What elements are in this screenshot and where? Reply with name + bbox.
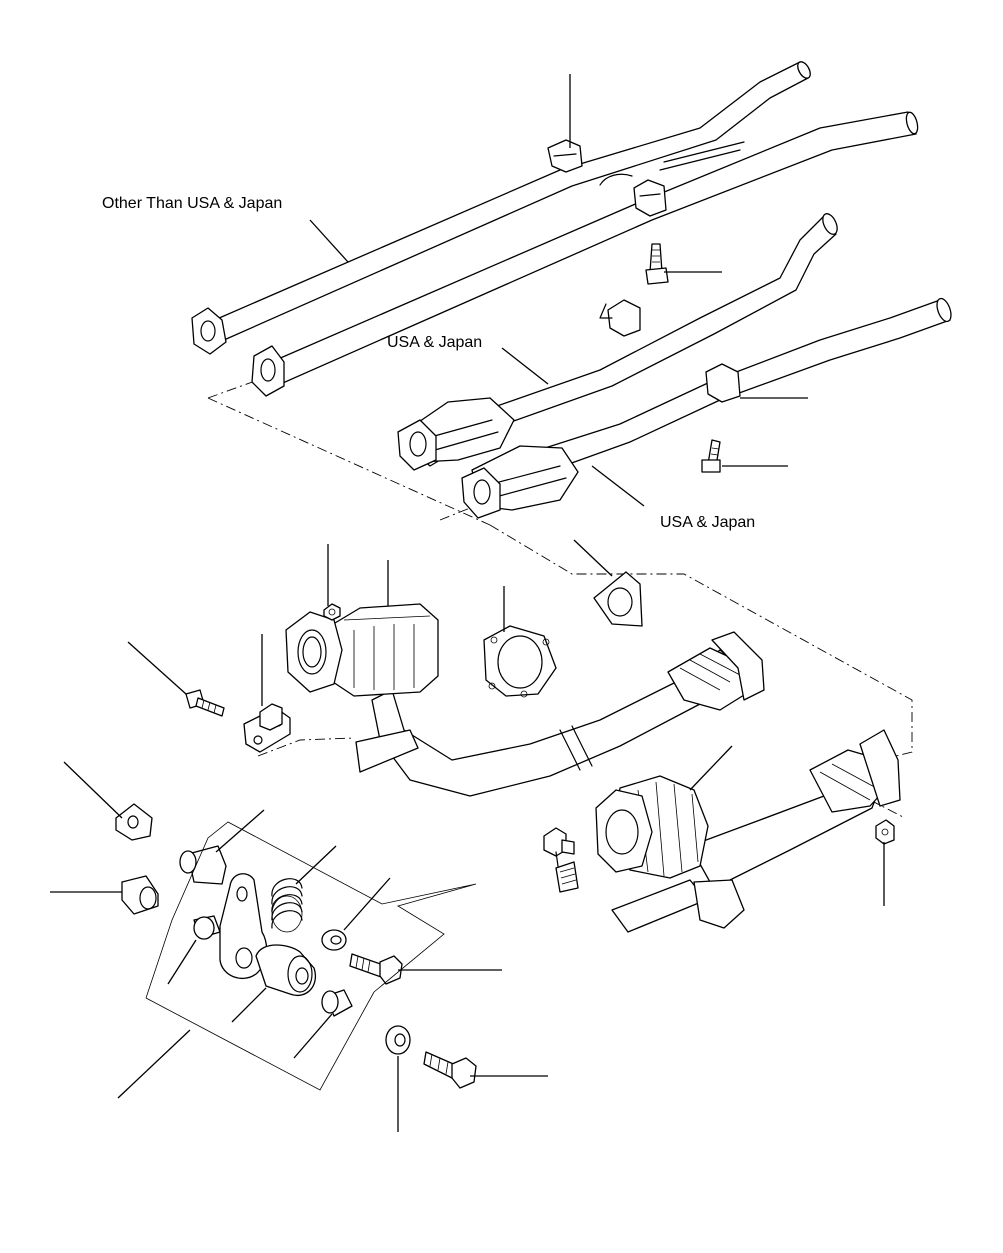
flange-gasket-round	[483, 625, 557, 698]
small-bushing-left	[193, 915, 221, 940]
hex-bolt-bottom	[423, 1051, 477, 1089]
hanger-bolt-upper	[645, 243, 669, 285]
heat-shield-bracket	[243, 703, 291, 753]
flanged-bushing-bottom	[321, 989, 353, 1017]
label-other-than-usa-japan: Other Than USA & Japan	[102, 195, 283, 212]
coil-spring	[271, 878, 303, 933]
flange-nut-right	[875, 819, 895, 845]
flange-nut-upper	[323, 603, 341, 621]
label-usa-japan-lower: USA & Japan	[660, 514, 756, 531]
rubber-bushing	[255, 944, 316, 996]
flange-bolt	[185, 689, 225, 717]
washer-large	[385, 1025, 411, 1055]
hanger-bolt-lower	[701, 439, 721, 473]
front-downpipe-catalyst	[285, 603, 765, 797]
label-usa-japan-upper: USA & Japan	[387, 334, 483, 351]
stud-with-spring	[543, 827, 579, 893]
rear-downpipe-catalyst	[595, 729, 901, 933]
mounting-kit-outline	[145, 821, 477, 1091]
hex-bolt-bracket	[349, 953, 403, 985]
flanged-bushing-top	[179, 845, 227, 885]
intermediate-pipe-other-than-usa-japan	[191, 61, 919, 397]
square-nut	[115, 803, 153, 841]
assembly-dashed-lines	[207, 379, 913, 819]
intermediate-pipe-usa-japan	[397, 213, 952, 519]
callout-leader-lines	[50, 74, 885, 1132]
washer-small	[321, 929, 347, 951]
flange-gasket-triangular	[593, 571, 643, 627]
spacer-tube	[121, 875, 159, 915]
